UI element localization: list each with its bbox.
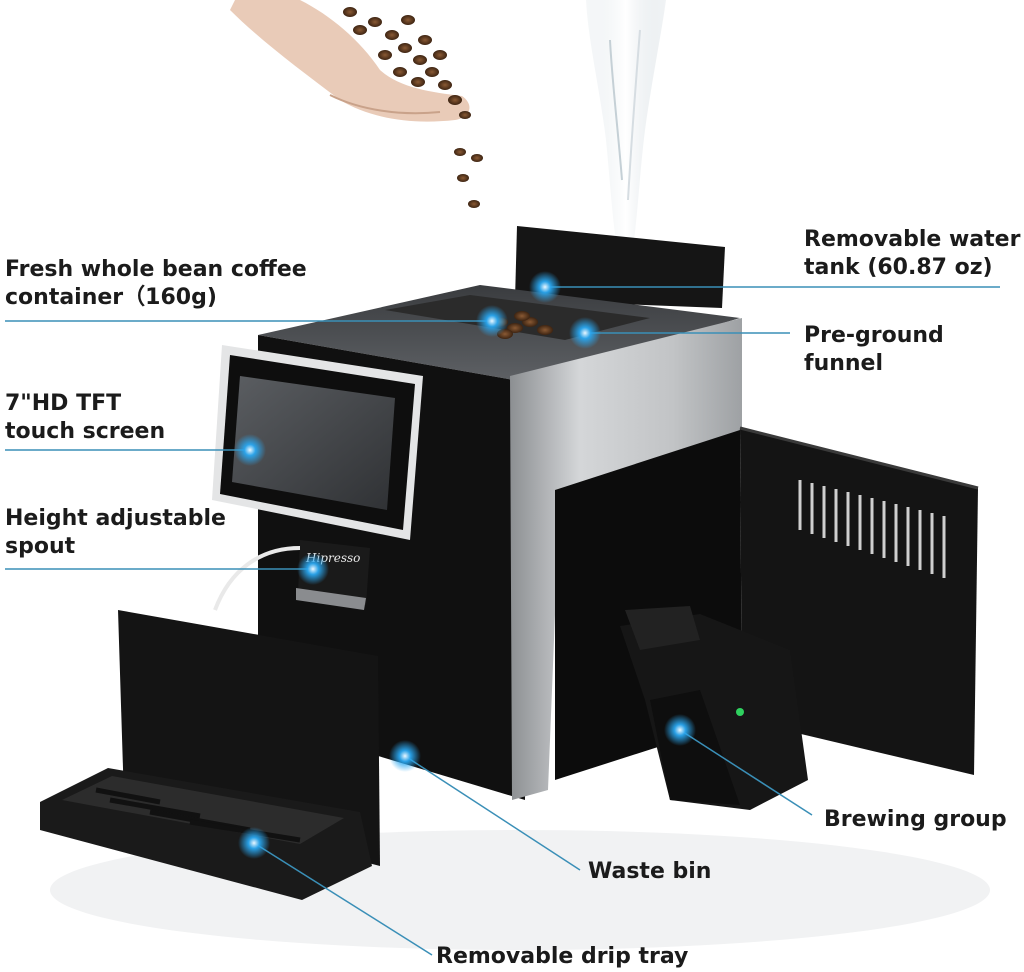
label-brewing-group-line1: Brewing group [824, 807, 1007, 832]
leader-lines [5, 286, 1000, 956]
hotspots [234, 271, 696, 859]
hotspot-touch-screen [234, 434, 266, 466]
label-water-tank-line1: Removable water [804, 227, 1021, 252]
label-drip-tray: Removable drip tray [436, 943, 688, 971]
leader-drip-tray [253, 842, 433, 956]
water-stream [586, 0, 666, 240]
label-bean-container-line2: container（160g) [5, 285, 217, 310]
leader-waste-bin [404, 755, 581, 871]
label-spout-line2: spout [5, 534, 76, 559]
hand-with-beans [230, 0, 483, 208]
touch-screen [212, 345, 423, 540]
label-bean-container-line1: Fresh whole bean coffee [5, 257, 307, 282]
hotspot-spout [297, 553, 329, 585]
label-bean-container: Fresh whole bean coffee container（160g) [5, 256, 307, 312]
machine-side-panel [510, 318, 742, 800]
hotspot-water-tank [529, 271, 561, 303]
hotspot-drip-tray [238, 827, 270, 859]
label-drip-tray-line1: Removable drip tray [436, 944, 689, 969]
label-spout: Height adjustable spout [5, 505, 226, 561]
label-waste-bin-line1: Waste bin [588, 859, 712, 884]
leader-brewing-group [679, 729, 813, 816]
label-funnel: Pre-ground funnel [804, 322, 944, 378]
label-water-tank: Removable water tank (60.87 oz) [804, 226, 1020, 282]
label-water-tank-line2: tank (60.87 oz) [804, 255, 993, 280]
label-funnel-line1: Pre-ground [804, 323, 944, 348]
hotspot-bean-container [476, 305, 508, 337]
side-door [739, 426, 979, 775]
drip-tray [40, 768, 372, 900]
label-brewing-group: Brewing group [824, 806, 1007, 834]
hotspot-waste-bin [389, 740, 421, 772]
label-touch-screen: 7"HD TFT touch screen [5, 390, 165, 446]
label-touch-screen-line1: 7"HD TFT [5, 391, 122, 416]
hotspot-brewing-group [664, 714, 696, 746]
hotspot-funnel [569, 317, 601, 349]
label-touch-screen-line2: touch screen [5, 419, 166, 444]
label-waste-bin: Waste bin [588, 858, 711, 886]
label-spout-line1: Height adjustable [5, 506, 226, 531]
label-funnel-line2: funnel [804, 351, 884, 376]
